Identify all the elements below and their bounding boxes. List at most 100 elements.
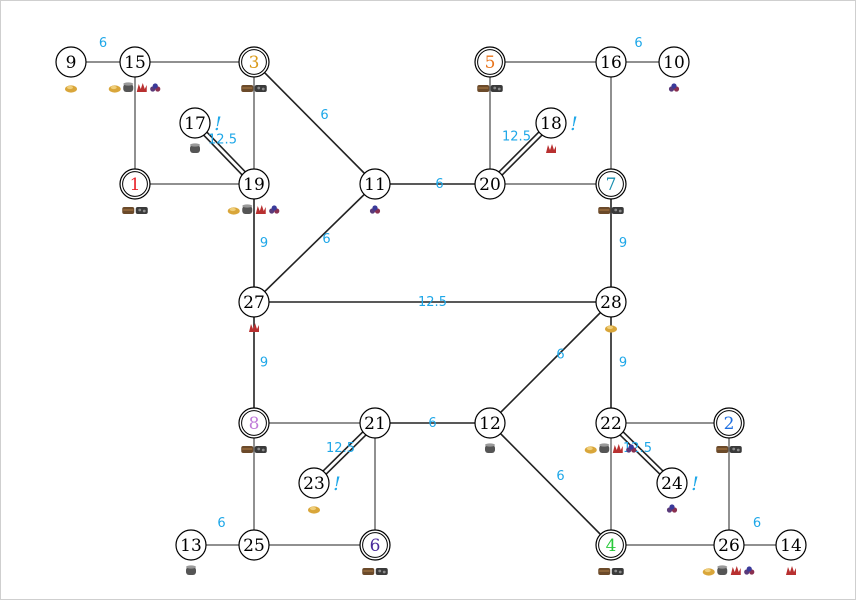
node-4[interactable]: 4 [595,529,627,561]
node-7[interactable]: 7 [595,168,627,200]
node-label: 25 [243,536,265,556]
node-15[interactable]: 15 [119,46,151,78]
node-6[interactable]: 6 [359,529,391,561]
node-26[interactable]: 26 [713,529,745,561]
node-22[interactable]: 22 [595,407,627,439]
ore-resource-icon [626,444,637,453]
node-label: 14 [780,536,802,556]
edge-weight-label: 6 [556,469,564,484]
node-label: 2 [724,414,735,434]
node-3[interactable]: 3 [238,46,270,78]
node-24[interactable]: 24! [656,467,699,499]
node-16[interactable]: 16 [595,46,627,78]
edge-weight-label: 9 [619,236,627,251]
edge-weight-label: 6 [753,516,761,531]
node-13[interactable]: 13 [175,529,207,561]
node-12[interactable]: 12 [474,407,506,439]
node-1[interactable]: 1 [119,168,151,200]
node-27[interactable]: 27 [238,286,270,318]
node-21[interactable]: 21 [359,407,391,439]
wood-resource-icon [122,207,135,214]
ore-resource-icon [150,83,161,92]
edge-weight-label: 12.5 [502,130,531,145]
node-14[interactable]: 14 [775,529,807,561]
brick-resource-icon [249,323,259,332]
edge-weight-label: 9 [260,356,268,371]
node-11[interactable]: 11 [359,168,391,200]
alert-mark: ! [570,113,578,135]
pot-resource-icon [242,204,253,214]
node-label: 5 [485,53,496,73]
pot-resource-icon [123,82,134,92]
wheat-resource-icon [605,325,617,333]
edge-28-12 [489,301,612,424]
ore-resource-icon [269,205,280,214]
wheat-resource-icon [308,506,320,514]
node-19[interactable]: 19 [238,168,270,200]
edge-weight-label: 12.5 [208,133,237,148]
node-label: 18 [540,114,562,134]
wood-resource-icon [362,568,375,575]
wheat-resource-icon [65,85,77,93]
brick-resource-icon [136,83,147,92]
edge-weight-label: 6 [99,36,107,51]
edge-11-27 [253,183,376,303]
stone-resource-icon [254,85,267,92]
brick-resource-icon [786,566,796,575]
wood-resource-icon [598,568,611,575]
pot-resource-icon [186,565,196,575]
node-20[interactable]: 20 [474,168,506,200]
node-label: 26 [718,536,740,556]
edge-weight-label: 9 [260,236,268,251]
node-28[interactable]: 28 [595,286,627,318]
node-9[interactable]: 9 [55,46,87,78]
node-label: 11 [364,175,386,195]
alert-mark: ! [691,473,699,495]
edge-weight-label: 6 [428,416,436,431]
node-23[interactable]: 23! [298,467,341,499]
edge-12-4 [489,422,612,546]
node-label: 7 [606,175,617,195]
node-5[interactable]: 5 [474,46,506,78]
ore-resource-icon [666,504,678,513]
node-18[interactable]: 18! [535,107,578,139]
pot-resource-icon [717,565,728,575]
resource-icons-layer [65,82,796,576]
brick-resource-icon [546,144,556,153]
node-label: 24 [661,474,683,494]
node-8[interactable]: 8 [238,407,270,439]
stone-resource-icon [611,207,624,214]
node-25[interactable]: 25 [238,529,270,561]
node-10[interactable]: 10 [658,46,690,78]
edge-weight-label: 6 [435,177,443,192]
ore-resource-icon [744,566,755,575]
node-label: 9 [66,53,77,73]
edge-weight-label: 9 [619,356,627,371]
edge-weight-label: 6 [634,36,642,51]
wheat-resource-icon [702,568,715,576]
node-label: 4 [606,536,617,556]
edge-weight-label: 6 [320,108,328,123]
node-label: 3 [249,53,260,73]
node-2[interactable]: 2 [713,407,745,439]
wood-resource-icon [716,446,729,453]
edge-3-11 [253,61,376,185]
node-label: 12 [479,414,501,434]
stone-resource-icon [490,85,503,92]
wheat-resource-icon [584,446,597,454]
edge-weight-label: 12.5 [326,441,355,456]
stone-resource-icon [375,568,388,575]
node-label: 13 [180,536,202,556]
stone-resource-icon [611,568,624,575]
node-label: 20 [479,175,501,195]
node-label: 6 [370,536,381,556]
node-17[interactable]: 17! [179,107,222,139]
edge-weight-label: 6 [322,232,330,247]
node-label: 21 [364,414,386,434]
stone-resource-icon [135,207,148,214]
node-label: 10 [663,53,685,73]
